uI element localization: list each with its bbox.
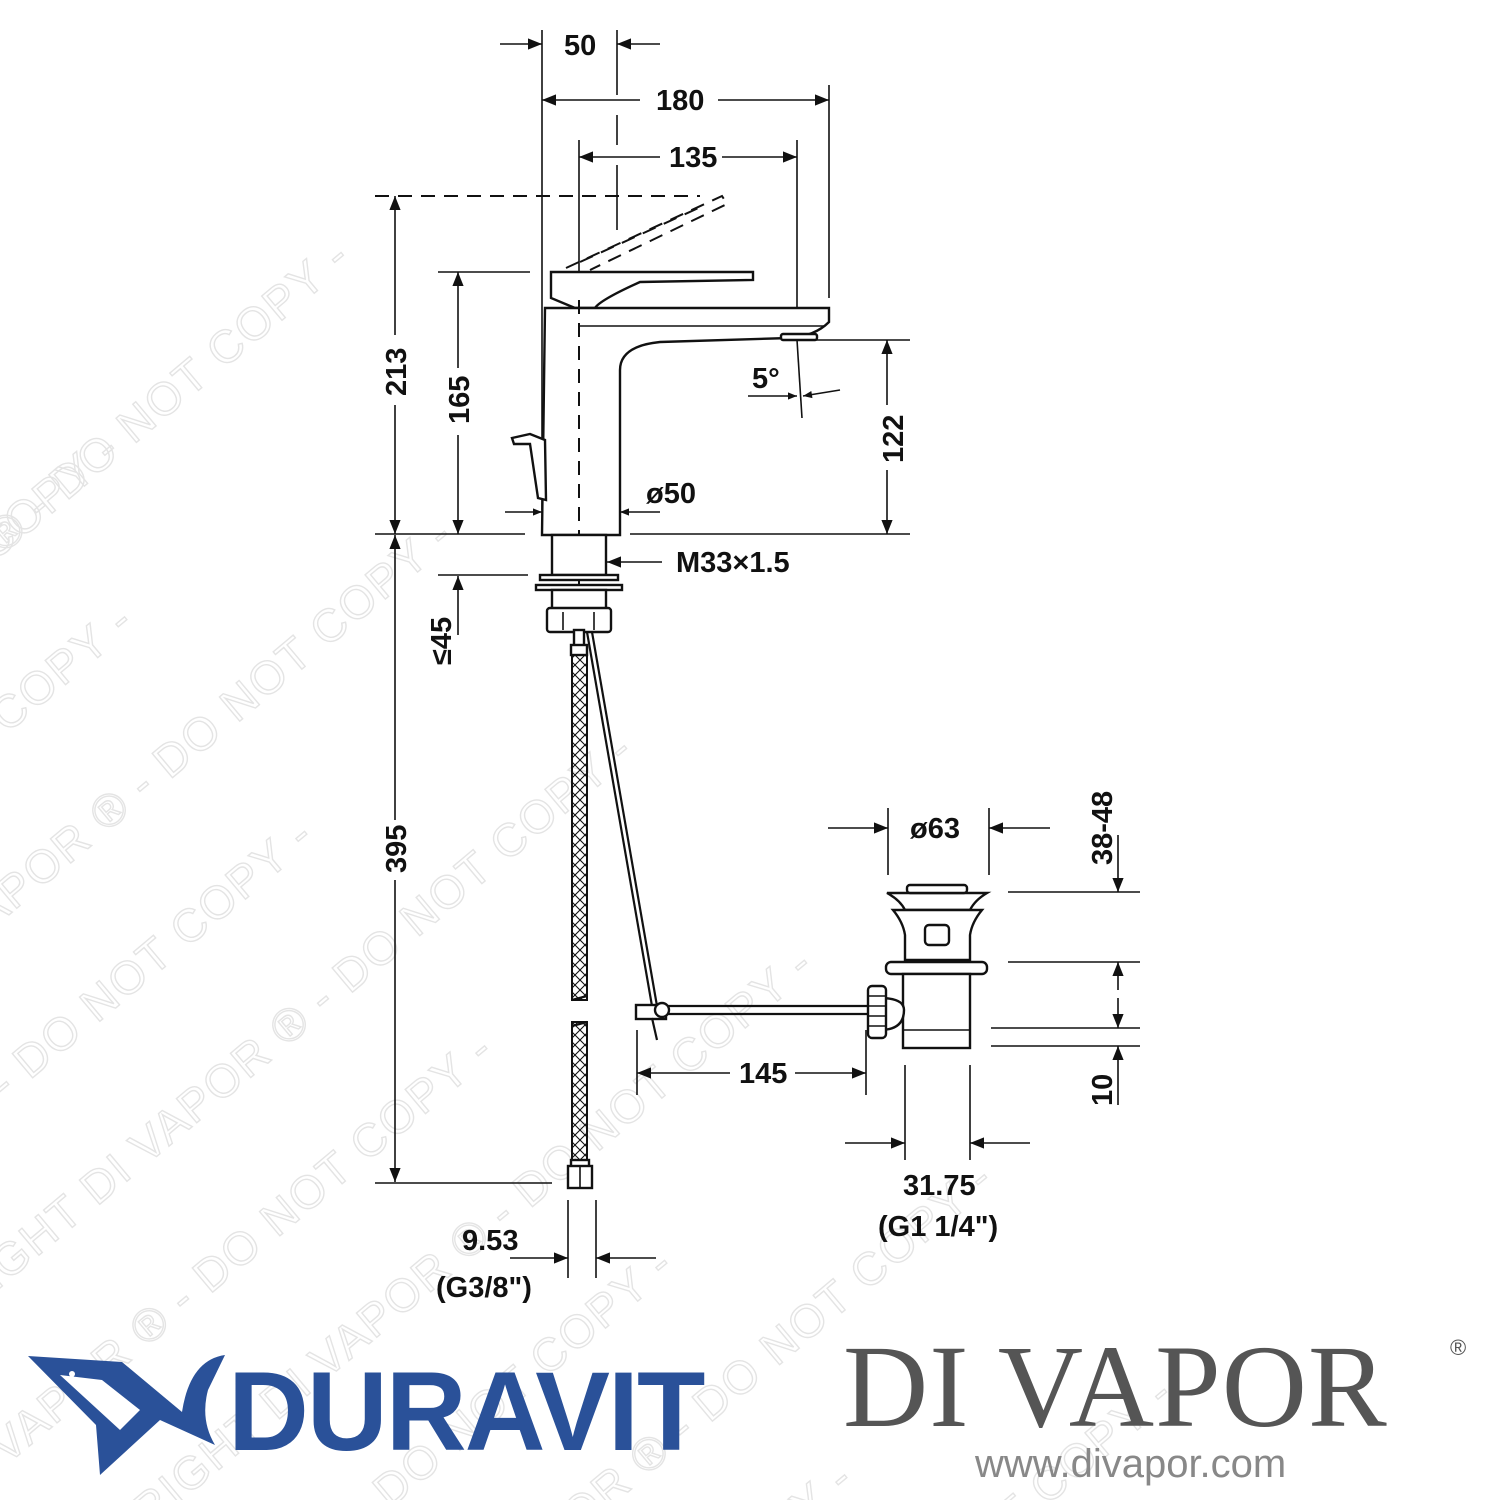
dim-waste-offset: 10 <box>1087 1074 1119 1106</box>
dim-waste-thread: (G1 1/4") <box>878 1211 998 1243</box>
copyright-watermark: © COPYRIGHT DI VAPOR ® - DO NOT COPY - ©… <box>0 228 1184 1500</box>
duravit-wordmark: DURAVIT <box>228 1349 705 1474</box>
divapor-url: www.divapor.com <box>974 1442 1286 1486</box>
basin-mixer <box>375 30 910 1190</box>
dim-pullrod-length: 145 <box>739 1058 787 1090</box>
dim-hose-conn-thread: (G3/8") <box>436 1272 532 1304</box>
dim-spout-height: 122 <box>878 415 910 463</box>
dim-total-height: 213 <box>381 348 413 396</box>
dim-lever-height: 165 <box>444 376 476 424</box>
dim-spout-reach: 135 <box>669 142 717 174</box>
dim-waste-basin-range: 38-48 <box>1087 791 1119 865</box>
dim-body-diameter: ø50 <box>646 478 696 510</box>
duravit-bird-icon <box>28 1355 225 1475</box>
dim-spout-angle: 5° <box>752 363 780 395</box>
dim-hose-length: 395 <box>381 825 413 873</box>
dimension-labels: 50 180 135 213 165 5° 122 ø50 M33×1.5 ≤4… <box>381 30 1119 1304</box>
dim-total-depth: 180 <box>656 85 704 117</box>
dim-max-deck: ≤45 <box>426 617 458 665</box>
dim-waste-thread-size: 31.75 <box>903 1170 976 1202</box>
divapor-wordmark: DI VAPOR <box>843 1321 1388 1452</box>
duravit-logo: DURAVIT <box>28 1349 707 1475</box>
pop-up-waste <box>636 808 1140 1160</box>
registered-mark: ® <box>1450 1335 1466 1360</box>
dim-thread: M33×1.5 <box>676 547 790 579</box>
dim-hose-conn-size: 9.53 <box>462 1225 518 1257</box>
dim-lever-offset: 50 <box>564 30 596 62</box>
dimension-lines <box>375 38 1124 1278</box>
divapor-logo: DI VAPOR ® www.divapor.com <box>843 1321 1466 1486</box>
dim-waste-diameter: ø63 <box>910 813 960 845</box>
